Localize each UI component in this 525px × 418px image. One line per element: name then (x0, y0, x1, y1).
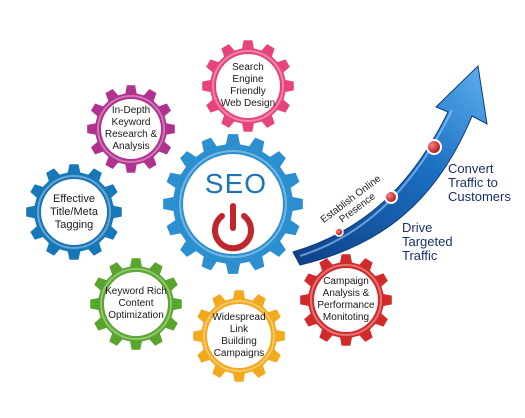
gear-search-engine-friendly-rim (212, 50, 284, 122)
gear-widespread-link-rim (203, 300, 275, 372)
gear-widespread-link-hub (207, 304, 271, 368)
gear-keyword-rich-hub (104, 272, 168, 336)
gear-keyword-rich-rim (100, 268, 172, 340)
milestone-label-customers: Convert Traffic to Customers (448, 161, 511, 204)
gear-label-in-depth-keyword: In-Depth Keyword Research & Analysis (104, 105, 158, 152)
gear-in-depth-keyword (87, 85, 175, 173)
milestone-dot-traffic (384, 190, 398, 204)
growth-arrow (292, 64, 488, 266)
gear-keyword-rich (90, 258, 182, 350)
gear-in-depth-keyword-hub (101, 99, 161, 159)
gear-in-depth-keyword-rim (97, 95, 165, 163)
gear-campaign-analysis (300, 254, 392, 346)
milestone-dot-customers (426, 139, 442, 155)
gear-campaign-analysis-hub (314, 268, 378, 332)
gear-effective-title (26, 164, 122, 260)
milestone-label-traffic: Drive Targeted Traffic (402, 220, 453, 263)
power-icon (212, 203, 254, 252)
gear-effective-title-hub (41, 179, 107, 245)
gear-label-search-engine-friendly: Search Engine Friendly Web Design (220, 62, 276, 109)
gear-label-keyword-rich: Keyword Rich Content Optimization (105, 286, 167, 321)
gear-campaign-analysis-rim (310, 264, 382, 336)
gear-label-widespread-link: Widespread Link Building Campaigns (212, 312, 266, 359)
gear-search-engine-friendly-hub (216, 54, 280, 118)
gear-label-campaign-analysis: Campaign Analysis & Performance Monitoti… (317, 276, 375, 323)
gear-effective-title-rim (37, 175, 111, 249)
gear-widespread-link (193, 290, 285, 382)
arrow-highlight (299, 109, 453, 257)
gear-group (26, 40, 392, 382)
gear-center-seo-rim (179, 150, 287, 258)
arrow-body (292, 64, 488, 266)
gear-label-effective-title: Effective Title/Meta Tagging (50, 192, 98, 231)
gear-search-engine-friendly (202, 40, 294, 132)
milestone-dot-presence (334, 227, 344, 237)
seo-title: SEO (204, 168, 268, 199)
